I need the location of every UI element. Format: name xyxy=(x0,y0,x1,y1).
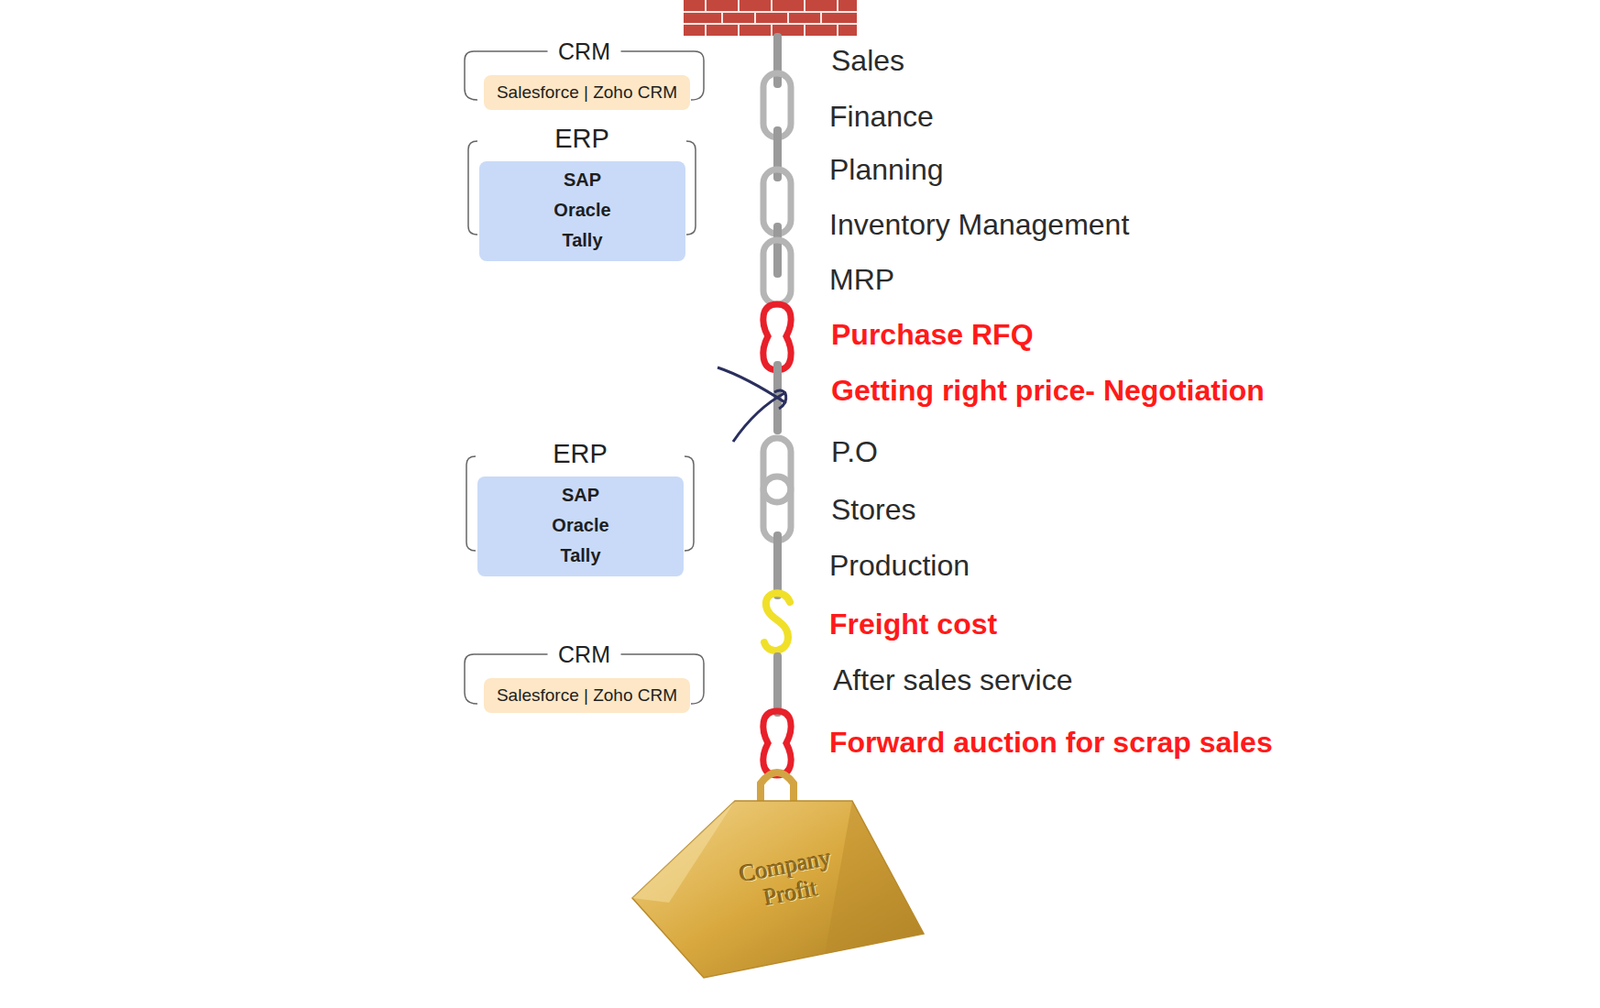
shape-outline xyxy=(824,800,924,954)
erp-bracket: ERPSAPOracleTally xyxy=(466,456,694,551)
tool-name: Salesforce | Zoho CRM xyxy=(496,684,678,707)
highlight-step: Forward auction for scrap sales xyxy=(829,723,1273,761)
group-heading: ERP xyxy=(543,123,621,154)
tool-name: SAP xyxy=(563,164,602,196)
highlight-step: Getting right price- Negotiation xyxy=(831,372,1265,409)
group-heading: ERP xyxy=(541,438,619,469)
tool-name: SAP xyxy=(561,480,600,511)
tool-name: Oracle xyxy=(553,195,611,226)
s-hook xyxy=(764,592,790,651)
process-step: Stores xyxy=(831,491,916,528)
profit-weight: Company Profit xyxy=(632,765,926,981)
shape-outline xyxy=(632,800,735,903)
process-step: Production xyxy=(829,547,970,584)
tool-name: Oracle xyxy=(551,510,609,541)
tool-box: SAPOracleTally xyxy=(477,476,684,577)
process-step: After sales service xyxy=(832,661,1073,699)
process-step: Sales xyxy=(831,42,905,79)
tool-name: Tally xyxy=(561,225,603,256)
process-step: P.O xyxy=(831,433,878,471)
chain-links xyxy=(717,32,791,776)
process-step: MRP xyxy=(829,261,895,298)
brick-wall xyxy=(683,0,857,36)
tool-name: Tally xyxy=(559,540,601,571)
highlight-step: Purchase RFQ xyxy=(831,316,1034,353)
red-link xyxy=(763,711,791,776)
group-heading: CRM xyxy=(547,641,622,668)
rope-knot xyxy=(717,367,787,442)
crm-bracket: CRMSalesforce | Zoho CRM xyxy=(464,51,704,100)
tool-box: Salesforce | Zoho CRM xyxy=(483,678,691,713)
tool-name: Salesforce | Zoho CRM xyxy=(496,81,678,104)
process-step: Inventory Management xyxy=(829,206,1129,243)
shape-outline xyxy=(632,800,924,978)
process-step: Planning xyxy=(829,151,944,188)
process-step: Finance xyxy=(829,98,934,135)
tool-box: Salesforce | Zoho CRM xyxy=(483,75,691,110)
erp-bracket: ERPSAPOracleTally xyxy=(468,141,696,235)
tool-box: SAPOracleTally xyxy=(479,161,686,262)
group-heading: CRM xyxy=(547,38,622,65)
red-link xyxy=(763,304,791,371)
crm-bracket: CRMSalesforce | Zoho CRM xyxy=(464,654,704,704)
highlight-step: Freight cost xyxy=(829,605,998,643)
